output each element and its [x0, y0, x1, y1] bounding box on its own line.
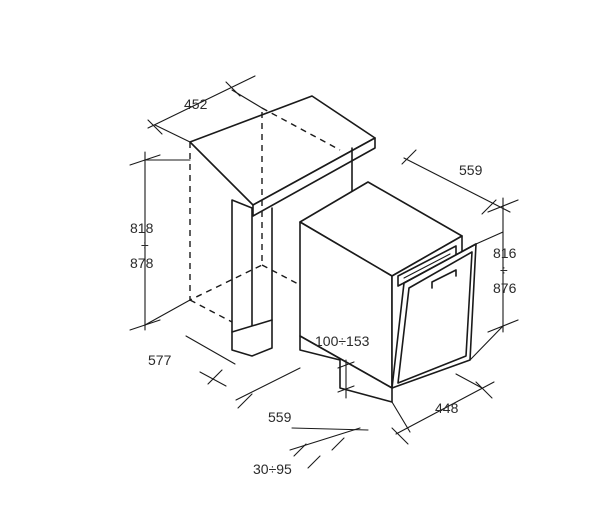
cabinet-side-panel — [231, 199, 253, 341]
dim-tick — [401, 149, 417, 165]
dimension-labels: 452 818 ÷ 878 577 559 30÷95 559 816 ÷ 87… — [130, 96, 517, 477]
niche-outline-floor — [189, 299, 233, 323]
dim-extension — [455, 373, 483, 389]
dim-cabinet-depth-ext — [185, 335, 236, 365]
label-floor-depth: 559 — [268, 409, 292, 425]
dim-tick — [481, 199, 497, 215]
door-top-edge — [403, 243, 477, 284]
dim-tick — [147, 119, 163, 135]
dim-extension — [144, 299, 191, 326]
label-cabinet-height-max: 878 — [130, 255, 154, 271]
control-panel-line — [403, 253, 451, 279]
label-appliance-height-min: 816 — [493, 245, 517, 261]
label-appliance-height-max: 876 — [493, 280, 517, 296]
dim-tick — [337, 361, 355, 369]
dim-extension — [391, 401, 411, 433]
dim-plinth-line-b — [289, 427, 361, 451]
dim-tick — [293, 443, 307, 457]
dim-extension — [469, 325, 504, 361]
dim-extension — [475, 231, 504, 245]
dim-tick — [487, 199, 519, 213]
niche-outline-top — [261, 107, 341, 151]
dim-appliance-depth-line — [403, 157, 511, 213]
dishwasher — [299, 181, 477, 403]
dim-tick — [207, 369, 223, 385]
label-cabinet-width: 452 — [184, 96, 208, 112]
dimension-lines — [129, 75, 519, 469]
dim-tick — [331, 437, 345, 451]
label-cabinet-depth: 577 — [148, 352, 172, 368]
label-appliance-height-sep: ÷ — [500, 262, 508, 278]
dim-extension — [154, 124, 191, 143]
door-panel-inner — [397, 251, 473, 384]
dim-appliance-width-line — [395, 381, 495, 435]
niche-outline-left — [189, 108, 263, 302]
dim-tick — [475, 381, 493, 399]
label-appliance-depth: 559 — [459, 162, 483, 178]
dim-tick — [337, 385, 355, 393]
dim-tick — [237, 393, 253, 409]
label-door-clearance: 100÷153 — [315, 333, 370, 349]
dim-cabinet-width-line — [147, 75, 256, 129]
label-appliance-width: 448 — [435, 400, 459, 416]
worktop-front-edge — [252, 137, 376, 217]
label-cabinet-height-min: 818 — [130, 220, 154, 236]
label-cabinet-height-sep: ÷ — [141, 237, 149, 253]
door-handle — [431, 269, 457, 289]
cabinet-plinth — [231, 319, 273, 357]
cabinet-niche — [189, 95, 376, 357]
dim-tick — [391, 427, 409, 445]
label-plinth-range: 30÷95 — [253, 461, 292, 477]
niche-outline-back-floor — [261, 264, 301, 286]
dim-extension — [231, 89, 263, 109]
dim-floor-depth-line — [235, 367, 301, 401]
dim-tick — [307, 455, 321, 469]
